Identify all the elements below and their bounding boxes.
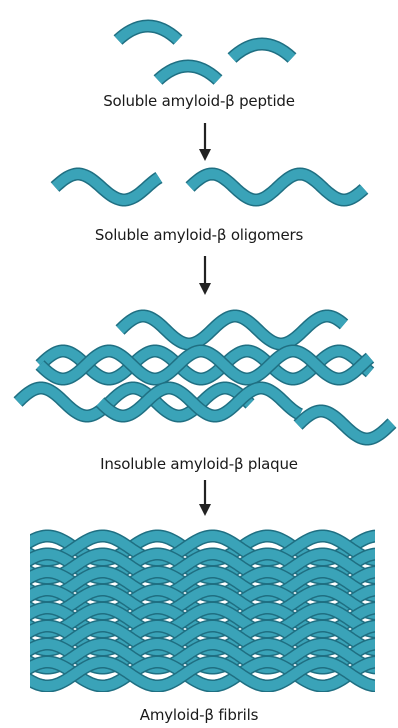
fibril-stack: [20, 536, 384, 686]
oligomer-strands: [55, 174, 364, 200]
peptide-monomers: [118, 26, 292, 80]
label-insoluble-plaque: Insoluble amyloid-β plaque: [0, 455, 398, 473]
arrow-oligomers-to-plaque: [199, 256, 211, 295]
oligomer-strand-1: [55, 174, 159, 200]
plaque-strand-1: [120, 316, 344, 344]
label-soluble-peptide: Soluble amyloid-β peptide: [0, 92, 398, 110]
peptide-arc-2: [232, 44, 292, 58]
peptide-arc-3: [158, 66, 218, 80]
arrow-peptide-to-oligomers: [199, 123, 211, 161]
label-soluble-oligomers: Soluble amyloid-β oligomers: [0, 226, 398, 244]
label-fibrils: Amyloid-β fibrils: [0, 706, 398, 724]
plaque-mesh: [18, 316, 392, 439]
arrow-plaque-to-fibrils: [199, 480, 211, 516]
peptide-arc-1: [118, 26, 178, 40]
